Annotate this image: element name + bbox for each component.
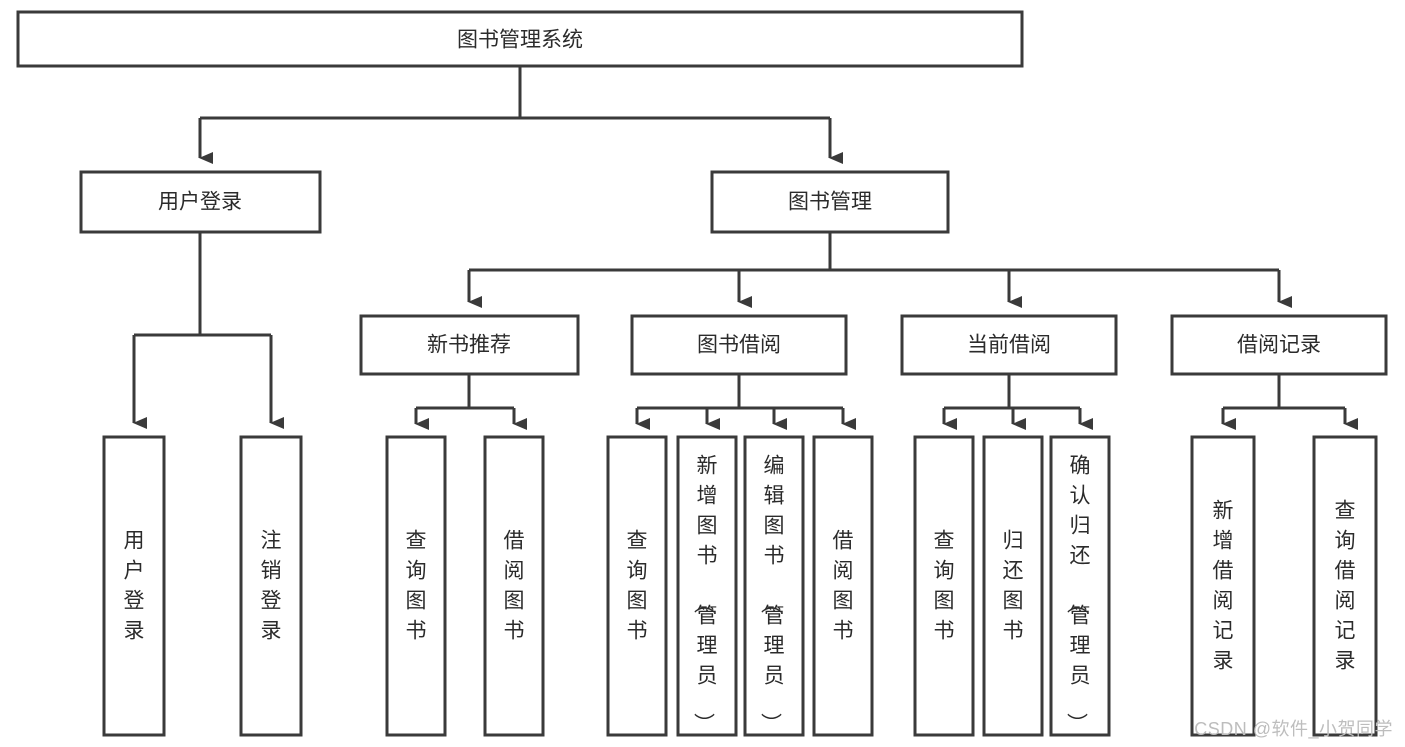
leaf-add-borrow-record-box[interactable] (1190, 435, 1256, 737)
node-book-borrow-box[interactable] (630, 314, 848, 376)
leaf-return-book-label: 归还图书 (1003, 530, 1024, 643)
leaf-logout-label: 注销登录 (261, 530, 282, 643)
node-user-login-label: 用户登录 (158, 191, 242, 214)
connector-group-new-book (414, 374, 527, 430)
leaf-query-book-current-box[interactable] (913, 435, 975, 737)
node-root-box[interactable] (16, 10, 1024, 68)
leaf-query-book-current[interactable]: 查询图书 (913, 435, 975, 737)
leaf-user-login[interactable]: 用户登录 (102, 435, 166, 737)
node-borrow-records[interactable]: 借阅记录 (1170, 314, 1388, 376)
leaf-logout-box[interactable] (239, 435, 303, 737)
leaf-borrow-book-recommend[interactable]: 借阅图书 (483, 435, 545, 737)
leaf-edit-book-admin-label: 编辑图书（管理员） (759, 455, 785, 734)
node-current-borrow-label: 当前借阅 (967, 334, 1051, 357)
connector-group-current-borrow (942, 374, 1093, 430)
leaf-query-book-current-label: 查询图书 (934, 530, 955, 643)
leaf-add-book-admin-box[interactable] (676, 435, 738, 737)
connector-group-book-mgmt (467, 232, 1292, 308)
node-current-borrow-box[interactable] (900, 314, 1118, 376)
node-new-book-recommend-box[interactable] (359, 314, 580, 376)
leaf-edit-book-admin-box[interactable] (743, 435, 805, 737)
node-user-login-box[interactable] (79, 170, 322, 234)
node-root-label: 图书管理系统 (457, 29, 583, 52)
leaf-edit-book-admin[interactable]: 编辑图书（管理员） (743, 435, 805, 737)
node-book-management-box[interactable] (710, 170, 950, 234)
node-current-borrow[interactable]: 当前借阅 (900, 314, 1118, 376)
connector-group-user-login (132, 232, 284, 429)
node-book-borrow[interactable]: 图书借阅 (630, 314, 848, 376)
leaf-query-borrow-record-box[interactable] (1312, 435, 1378, 737)
leaf-borrow-book-label: 借阅图书 (833, 530, 854, 643)
watermark-csdn: CSDN @软件_小贺同学 (1194, 719, 1393, 739)
node-new-book-recommend[interactable]: 新书推荐 (359, 314, 580, 376)
leaf-query-book-borrow-box[interactable] (606, 435, 668, 737)
leaf-return-book[interactable]: 归还图书 (982, 435, 1044, 737)
node-book-borrow-label: 图书借阅 (697, 334, 781, 357)
leaf-add-book-admin[interactable]: 新增图书（管理员） (676, 435, 738, 737)
node-borrow-records-label: 借阅记录 (1237, 334, 1321, 357)
leaf-add-book-admin-label: 新增图书（管理员） (692, 455, 718, 734)
leaf-confirm-return-admin-label: 确认归还（管理员） (1065, 455, 1091, 734)
leaf-user-login-label: 用户登录 (124, 530, 145, 643)
leaf-confirm-return-admin-box[interactable] (1049, 435, 1111, 737)
connector-group-borrow (635, 374, 856, 430)
node-book-management[interactable]: 图书管理 (710, 170, 950, 234)
leaf-logout[interactable]: 注销登录 (239, 435, 303, 737)
leaf-return-book-box[interactable] (982, 435, 1044, 737)
node-user-login[interactable]: 用户登录 (79, 170, 322, 234)
leaf-query-book-recommend[interactable]: 查询图书 (385, 435, 447, 737)
leaf-borrow-book-recommend-label: 借阅图书 (504, 530, 525, 643)
leaf-query-book-recommend-box[interactable] (385, 435, 447, 737)
leaf-user-login-box[interactable] (102, 435, 166, 737)
leaf-query-book-borrow[interactable]: 查询图书 (606, 435, 668, 737)
leaf-borrow-book[interactable]: 借阅图书 (812, 435, 874, 737)
leaf-add-borrow-record-label: 新增借阅记录 (1213, 500, 1234, 673)
leaf-borrow-book-recommend-box[interactable] (483, 435, 545, 737)
connector-group-root (198, 66, 843, 164)
node-new-book-recommend-label: 新书推荐 (427, 334, 511, 357)
node-borrow-records-box[interactable] (1170, 314, 1388, 376)
leaf-query-borrow-record[interactable]: 查询借阅记录 (1312, 435, 1378, 737)
leaf-confirm-return-admin[interactable]: 确认归还（管理员） (1049, 435, 1111, 737)
connector-group-records (1221, 374, 1358, 430)
node-book-management-label: 图书管理 (788, 191, 872, 214)
leaf-borrow-book-box[interactable] (812, 435, 874, 737)
leaf-query-book-borrow-label: 查询图书 (627, 530, 648, 643)
leaf-query-borrow-record-label: 查询借阅记录 (1335, 500, 1356, 673)
leaf-query-book-recommend-label: 查询图书 (406, 530, 427, 643)
leaf-add-borrow-record[interactable]: 新增借阅记录 (1190, 435, 1256, 737)
node-root[interactable]: 图书管理系统 (16, 10, 1024, 68)
